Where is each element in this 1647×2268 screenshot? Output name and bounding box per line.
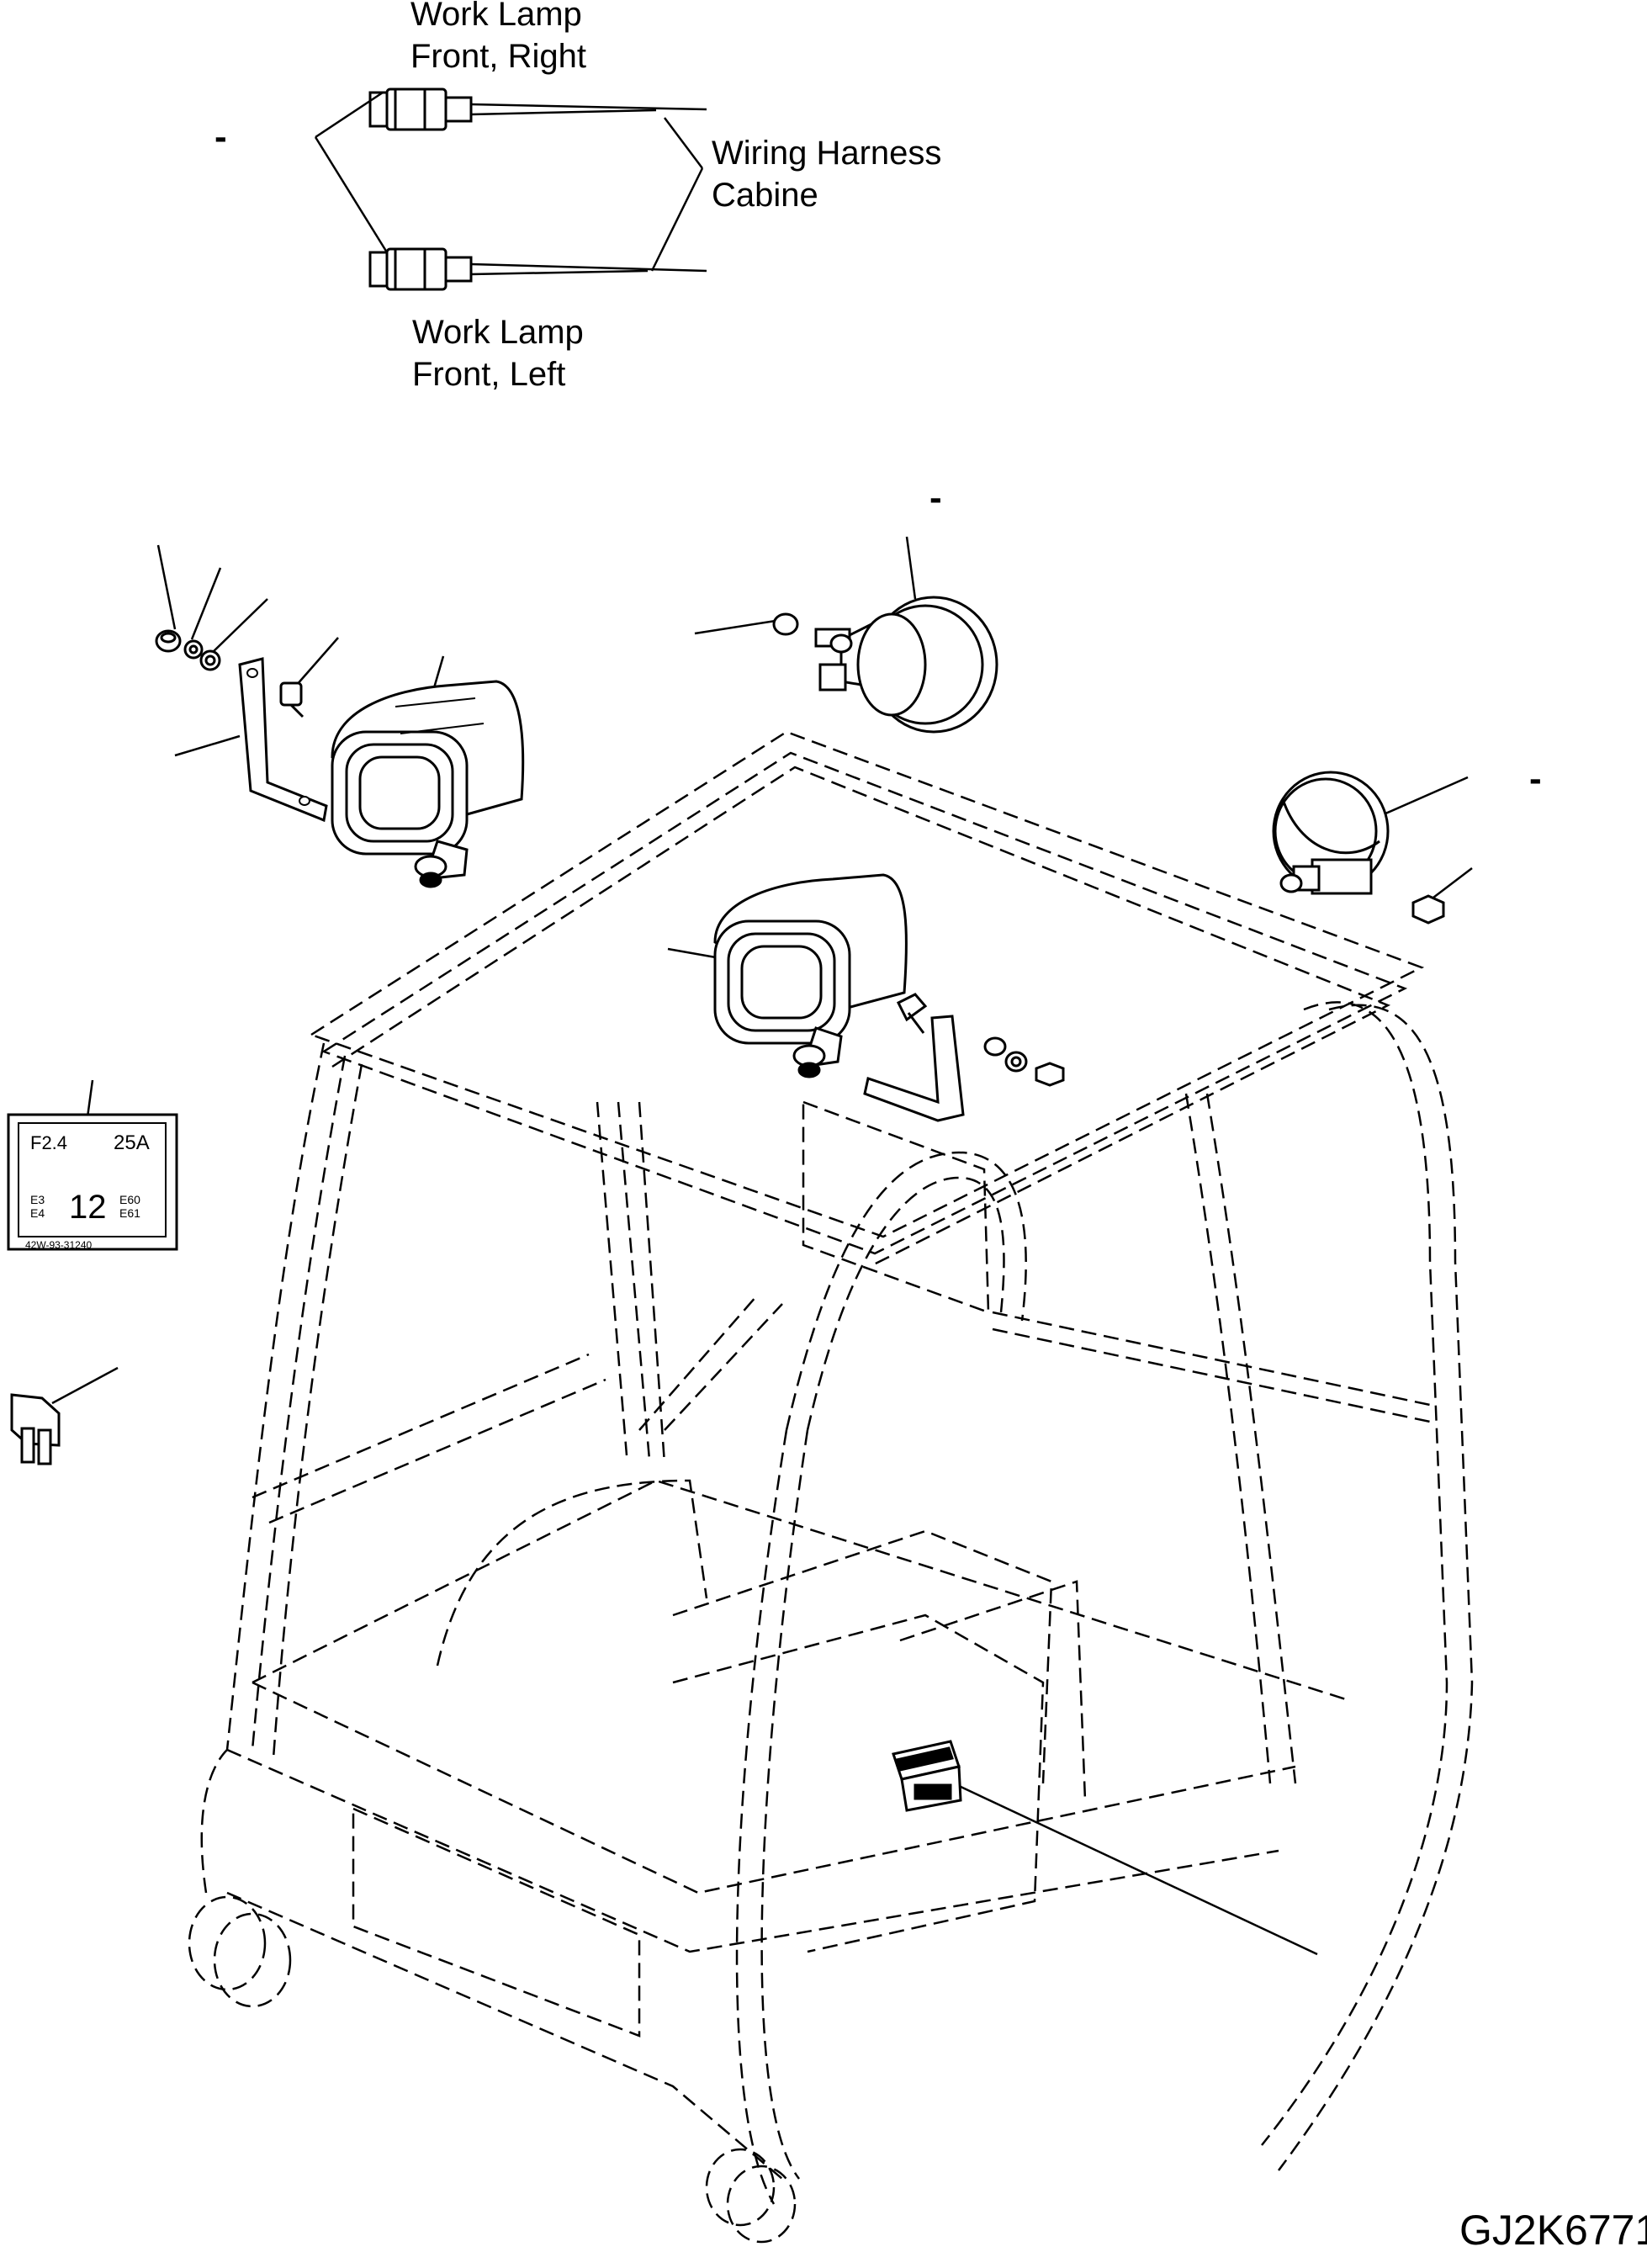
bracket-left [238, 657, 328, 823]
work-lamp-front-left [331, 680, 525, 888]
fuse-code-right-2: E61 [119, 1206, 140, 1220]
fuse-code-left-1: E3 [30, 1193, 45, 1206]
connector-front-left [368, 247, 473, 291]
label-work-lamp-front-right: Work Lamp Front, Right [410, 0, 586, 75]
drawing-code: GJ2K6771 [1459, 2207, 1647, 2254]
bracket-right [863, 993, 1065, 1122]
cabin-frame [188, 730, 1474, 2244]
dash-mark-rear-lamp: - [929, 477, 942, 518]
dash-mark-harness: - [214, 116, 227, 157]
fuse-circuit: F2.4 [30, 1132, 67, 1153]
fuse-part-number: 42W-93-31240 [25, 1239, 92, 1251]
blade-fuse [10, 1393, 61, 1465]
work-lamp-front-right [713, 873, 908, 1078]
fuse-number: 12 [69, 1189, 107, 1226]
dash-mark-side-lamp: - [1529, 758, 1542, 799]
fuse-label-sticker: F2.4 25A 12 E3 E4 E60 E61 42W-93-31240 [7, 1113, 178, 1251]
hardware-left [155, 629, 305, 718]
fuse-code-right-1: E60 [119, 1193, 140, 1206]
label-work-lamp-front-left: Work Lamp Front, Left [412, 314, 584, 393]
harness-wires [314, 91, 707, 276]
rocker-switch [892, 1740, 962, 1812]
harness-connectors [368, 87, 473, 291]
fuse-code-left-2: E4 [30, 1206, 45, 1220]
label-wiring-harness-cabine: Wiring Harness Cabine [712, 135, 942, 214]
fuse-amperage: 25A [114, 1131, 150, 1154]
work-lamp-rear [772, 596, 998, 734]
work-lamp-side [1272, 771, 1445, 925]
connector-front-right [368, 87, 473, 131]
